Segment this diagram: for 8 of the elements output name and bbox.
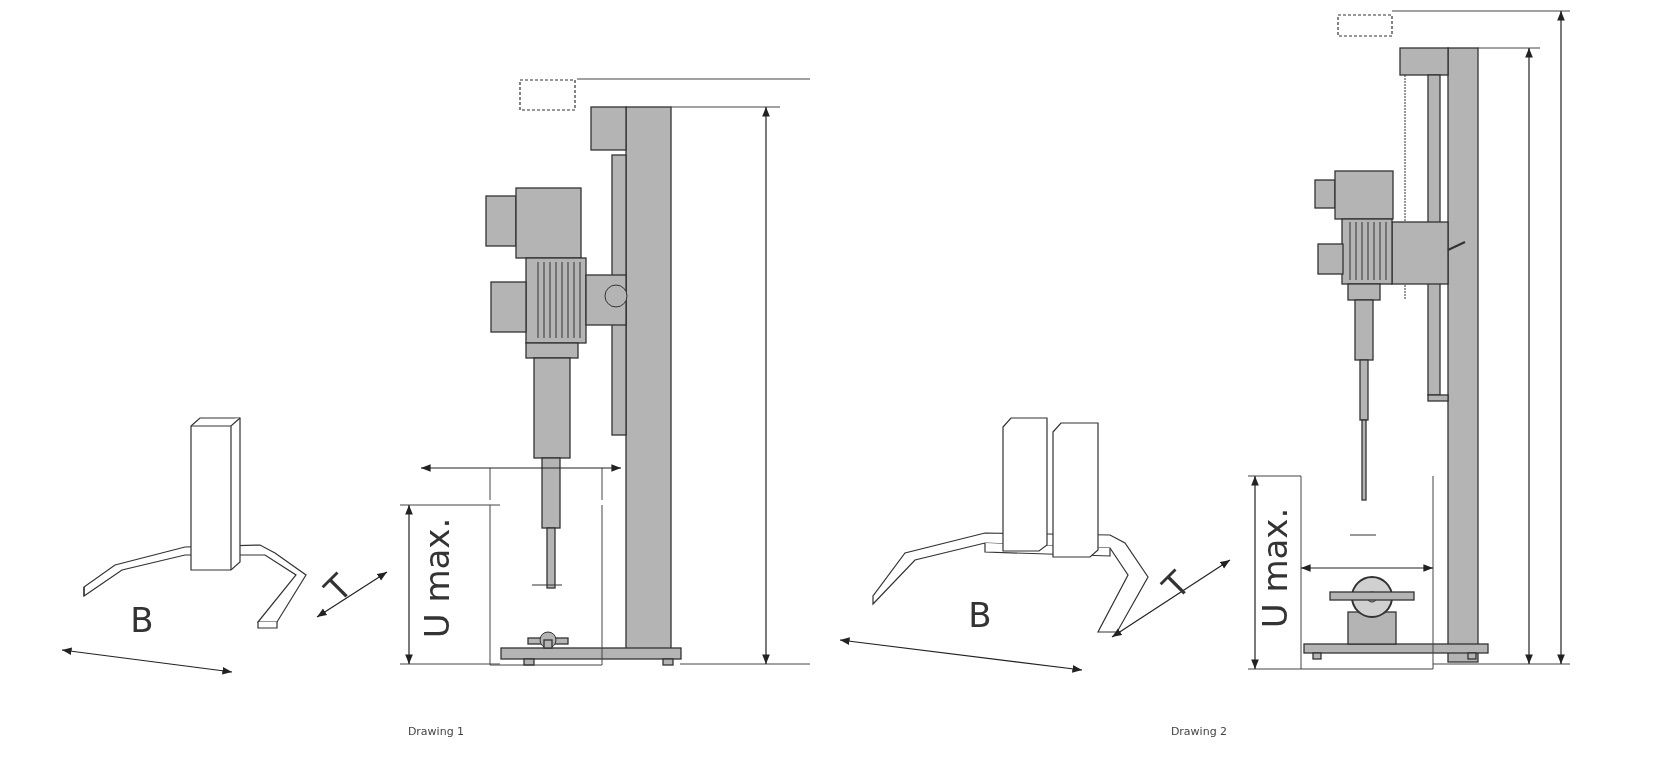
dimension-label: T	[1156, 565, 1196, 605]
dimension-label: T	[318, 568, 358, 608]
dimension-label: B	[130, 603, 154, 637]
dimension-label: U max.	[1258, 507, 1292, 629]
caption: Drawing 1	[407, 725, 465, 737]
dimension-label: B	[968, 598, 992, 632]
dimension-label: U max.	[420, 517, 454, 639]
caption: Drawing 2	[1170, 725, 1228, 737]
